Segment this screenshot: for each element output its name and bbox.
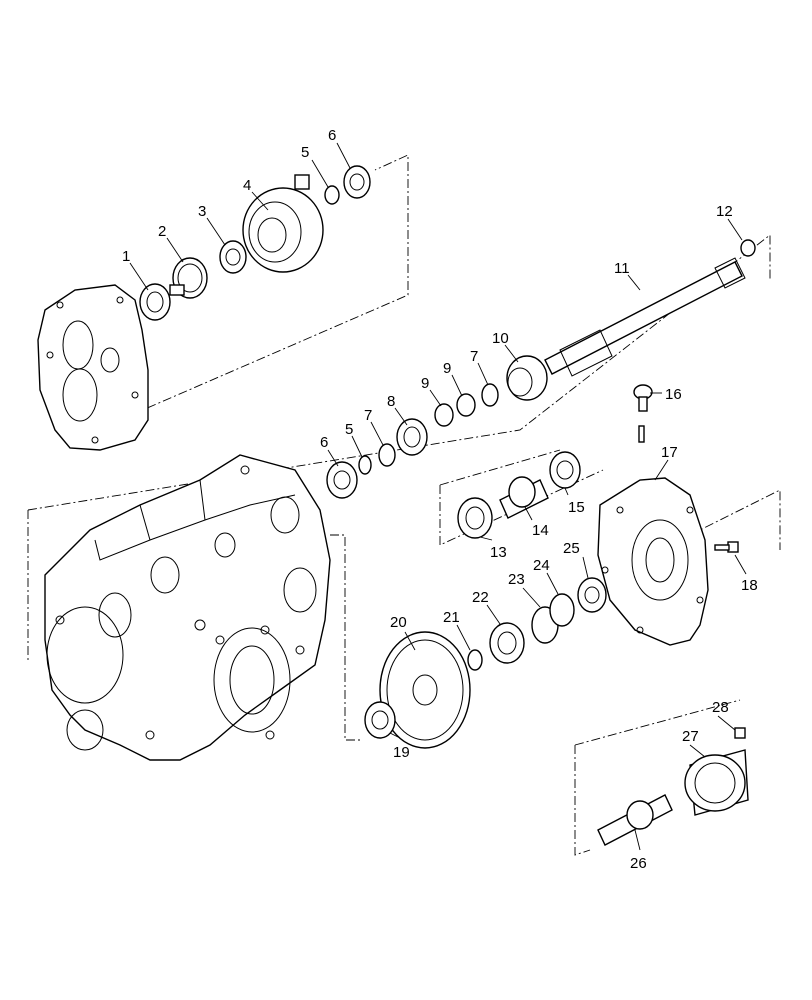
callout-28: 28 [712,699,729,716]
callout-26: 26 [630,855,647,872]
callout-16: 16 [665,386,682,403]
callout-22: 22 [472,589,489,606]
callout-1: 1 [122,248,130,265]
rear-cover-housing [37,284,149,451]
callout-15: 15 [568,499,585,516]
callout-9-left: 9 [421,375,429,392]
callout-17: 17 [661,444,678,461]
transmission-case [44,454,331,761]
front-cover-group [597,384,739,646]
callout-6-upper: 6 [328,127,336,144]
callout-2: 2 [158,223,166,240]
callout-27: 27 [682,728,699,745]
callout-11: 11 [614,260,630,277]
callout-9-right: 9 [443,360,451,377]
callout-13: 13 [490,544,507,561]
callout-labels: 1 2 3 4 5 6 5 6 7 7 8 9 9 10 11 12 13 14… [122,127,758,872]
callout-5-upper: 5 [301,144,309,161]
callout-6-lower: 6 [320,434,328,451]
pto-shaft-group [597,727,749,846]
countershaft-group [457,451,581,539]
output-gear-group [364,577,607,749]
callout-23: 23 [508,571,525,588]
callout-3: 3 [198,203,206,220]
leader-lines [129,142,747,851]
callout-18: 18 [741,577,758,594]
main-shaft-group [326,239,756,499]
callout-20: 20 [390,614,407,631]
callout-24: 24 [533,557,550,574]
callout-19: 19 [393,744,410,761]
callout-21: 21 [443,609,460,626]
callout-7-upper: 7 [470,348,478,365]
callout-14: 14 [532,522,549,539]
upper-gear-group [37,165,371,451]
callout-12: 12 [716,203,733,220]
callout-25: 25 [563,540,580,557]
callout-10: 10 [492,330,509,347]
callout-8: 8 [387,393,395,410]
callout-4: 4 [243,177,251,194]
callout-7-lower: 7 [364,407,372,424]
assembly-guides [27,154,781,856]
callout-5-lower: 5 [345,421,353,438]
